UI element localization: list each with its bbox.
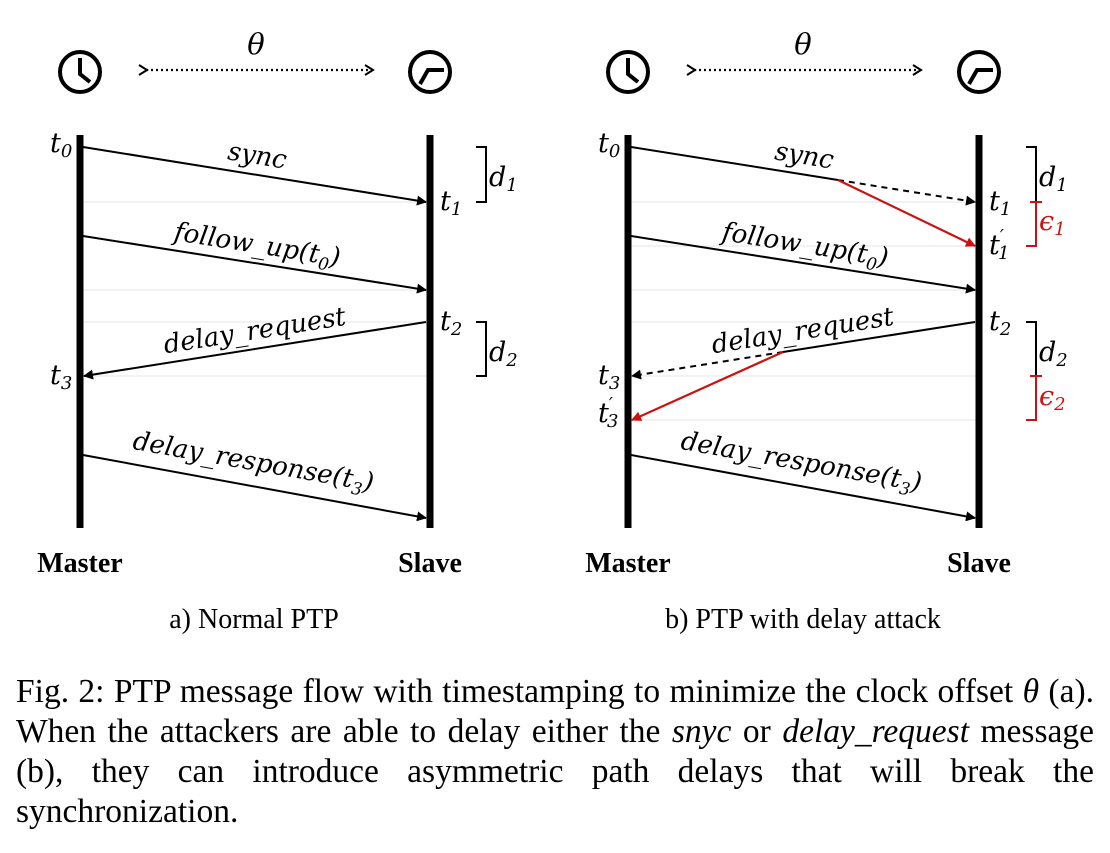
- delay-request-delayed-arrow: [631, 350, 784, 422]
- d2-label: d2: [489, 337, 518, 371]
- panel-delay-attack: θ sync follow_up(t0) delay_request delay…: [585, 27, 1068, 635]
- slave-label: Slave: [947, 548, 1011, 579]
- panel-b-caption: b) PTP with delay attack: [665, 604, 941, 635]
- delay-request-label: delay_request: [710, 302, 897, 360]
- offset-theta-label: θ: [247, 27, 264, 61]
- follow-up-label: follow_up(t0): [717, 217, 890, 277]
- figure-caption: Fig. 2: PTP message flow with timestampi…: [16, 673, 1094, 830]
- epsilon1-label: ϵ1: [1039, 206, 1066, 240]
- t0-label: t0: [50, 128, 72, 162]
- d2-bracket: [1026, 321, 1037, 376]
- delay-response-label: delay_response(t3): [130, 426, 376, 502]
- slave-clock-icon: [408, 50, 452, 94]
- d2-label: d2: [1039, 337, 1068, 371]
- delay-request-arrow-path: [782, 321, 976, 353]
- epsilon2-label: ϵ2: [1039, 381, 1066, 415]
- t1-label: t1: [440, 186, 462, 220]
- epsilon2-bracket: [1026, 376, 1037, 421]
- master-clock-icon: [58, 50, 102, 94]
- sync-label: sync: [226, 137, 290, 176]
- delay-request-arrow: [83, 321, 427, 380]
- epsilon1-bracket: [1026, 202, 1037, 247]
- panel-a-caption: a) Normal PTP: [169, 604, 339, 635]
- ptp-diagram: θ sync follow_up(t0) delay_request delay…: [37, 27, 1068, 635]
- t0-label: t0: [598, 128, 620, 162]
- follow-up-arrow: [630, 235, 976, 294]
- offset-theta-label: θ: [794, 27, 811, 61]
- sync-arrow-path: [630, 146, 839, 181]
- d1-bracket: [1026, 146, 1037, 202]
- t3-prime-label: t′3: [598, 394, 618, 432]
- delay-response-arrow: [82, 454, 427, 522]
- master-clock-icon: [606, 50, 650, 94]
- delay-response-label: delay_response(t3): [678, 426, 924, 502]
- t2-label: t2: [440, 306, 462, 340]
- d1-label: d1: [489, 162, 518, 196]
- delay-request-original-arrow: [631, 351, 784, 380]
- sync-label: sync: [773, 137, 837, 176]
- slave-label: Slave: [398, 548, 462, 579]
- panel-normal-ptp: θ sync follow_up(t0) delay_request delay…: [37, 27, 518, 635]
- delay-request-label: delay_request: [162, 302, 349, 360]
- master-label: Master: [37, 548, 123, 579]
- d2-bracket: [476, 321, 487, 377]
- t1-prime-label: t′1: [989, 226, 1009, 264]
- slave-clock-icon: [957, 50, 1001, 94]
- master-label: Master: [585, 548, 671, 579]
- follow-up-arrow: [82, 235, 427, 294]
- t3-label: t3: [50, 360, 72, 394]
- t3-label: t3: [598, 360, 620, 394]
- d1-bracket: [476, 146, 487, 203]
- sync-delayed-arrow: [837, 179, 976, 247]
- delay-response-arrow: [630, 454, 976, 522]
- t1-label: t1: [989, 186, 1011, 220]
- d1-label: d1: [1039, 162, 1068, 196]
- follow-up-label: follow_up(t0): [169, 217, 342, 277]
- sync-arrow: [82, 146, 427, 206]
- sync-original-arrow: [837, 179, 976, 206]
- t2-label: t2: [989, 306, 1011, 340]
